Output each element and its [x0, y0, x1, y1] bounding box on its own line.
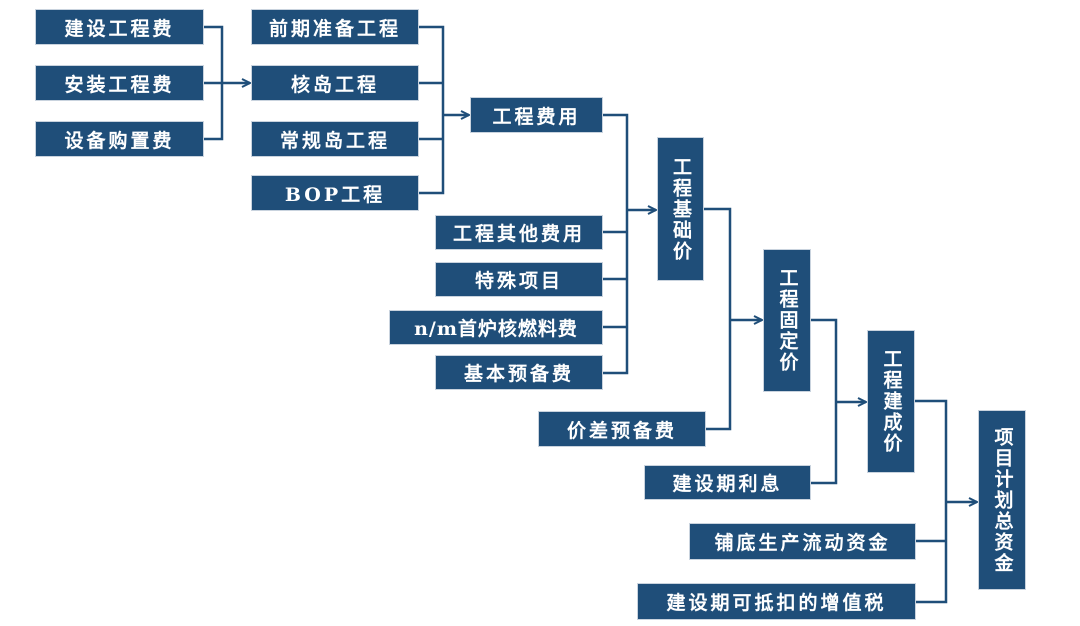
node-construction-fee: 建设工程费 [35, 9, 204, 45]
node-deductible-vat: 建设期可抵扣的增值税 [637, 583, 916, 620]
connector-group-5 [811, 318, 838, 485]
node-nuclear-island: 核岛工程 [251, 65, 419, 101]
node-total-investment: 项目计划总资金 [978, 410, 1026, 590]
connector-group-6 [915, 399, 948, 604]
node-other-costs: 工程其他费用 [435, 215, 603, 250]
node-fixed-price: 工程固定价 [763, 249, 811, 392]
node-preparation: 前期准备工程 [251, 9, 419, 45]
connector-group-2 [419, 25, 445, 195]
node-conventional-island: 常规岛工程 [251, 121, 419, 157]
node-engineering-cost: 工程费用 [470, 97, 603, 133]
node-basic-reserve: 基本预备费 [435, 355, 603, 390]
node-completed-price: 工程建成价 [867, 330, 915, 473]
connector-group-3 [603, 113, 629, 375]
node-construction-interest: 建设期利息 [644, 465, 811, 500]
node-base-price: 工程基础价 [657, 137, 704, 281]
node-installation-fee: 安装工程费 [35, 65, 204, 101]
connector-group-4 [704, 207, 732, 431]
node-working-capital: 铺底生产流动资金 [689, 523, 916, 560]
node-bop: BOP工程 [251, 175, 419, 211]
node-first-fuel: n/m首炉核燃料费 [389, 310, 603, 345]
node-price-diff-reserve: 价差预备费 [538, 411, 706, 447]
connector-group-1 [204, 25, 224, 141]
node-equipment-fee: 设备购置费 [35, 121, 204, 157]
node-special-items: 特殊项目 [435, 262, 603, 297]
